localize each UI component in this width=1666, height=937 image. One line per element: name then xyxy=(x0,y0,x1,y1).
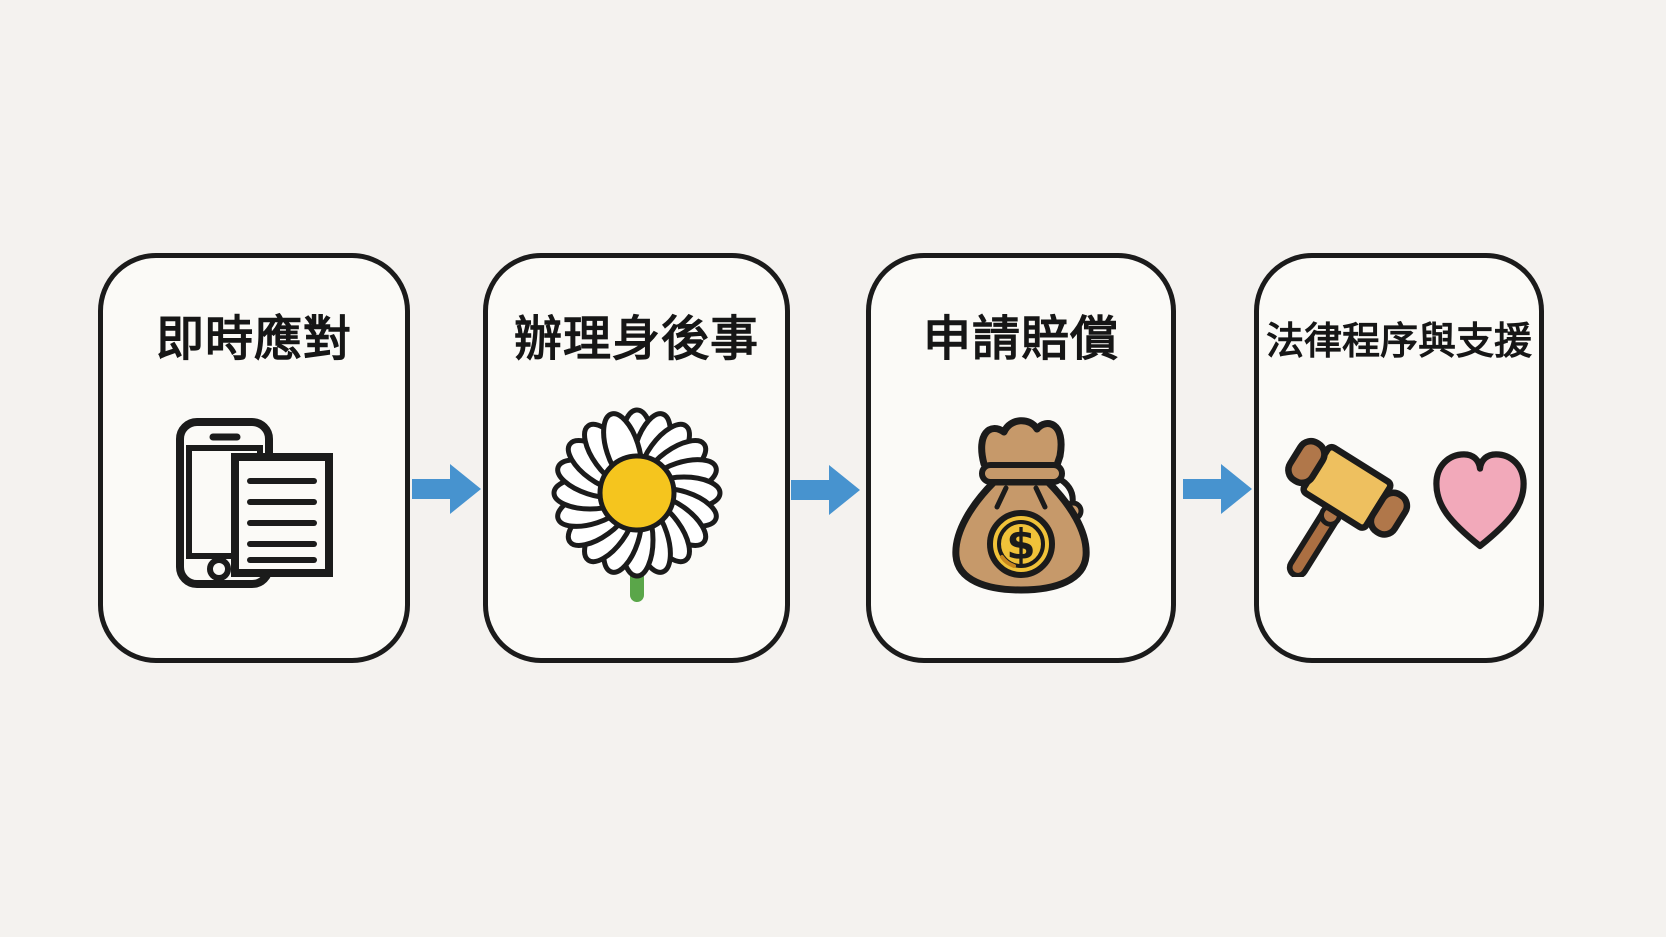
money-bag-icon: $ xyxy=(940,412,1102,594)
step-icon-area xyxy=(1269,364,1529,658)
heart-icon xyxy=(1431,449,1529,554)
svg-text:$: $ xyxy=(1006,520,1035,569)
step-icon-area xyxy=(546,367,728,658)
step-card-legal-process-support: 法律程序與支援 xyxy=(1254,253,1544,663)
smartphone-documents-icon xyxy=(175,417,333,589)
step-card-immediate-response: 即時應對 xyxy=(98,253,410,663)
step-card-funeral-arrangements: 辦理身後事 xyxy=(483,253,790,663)
daisy-flower-icon xyxy=(546,403,728,603)
gavel-icon xyxy=(1269,427,1419,577)
step-icon-area: $ xyxy=(940,367,1102,658)
flow-arrow-right-icon xyxy=(1183,461,1255,517)
step-icon-area xyxy=(175,367,333,658)
step-title: 法律程序與支援 xyxy=(1265,321,1532,363)
step-card-claim-compensation: 申請賠償 $ xyxy=(866,253,1176,663)
flow-arrow-right-icon xyxy=(791,462,863,518)
step-title: 辦理身後事 xyxy=(513,313,759,366)
flow-arrow-right-icon xyxy=(412,461,484,517)
step-title: 申請賠償 xyxy=(922,313,1119,366)
step-title: 即時應對 xyxy=(155,313,352,366)
